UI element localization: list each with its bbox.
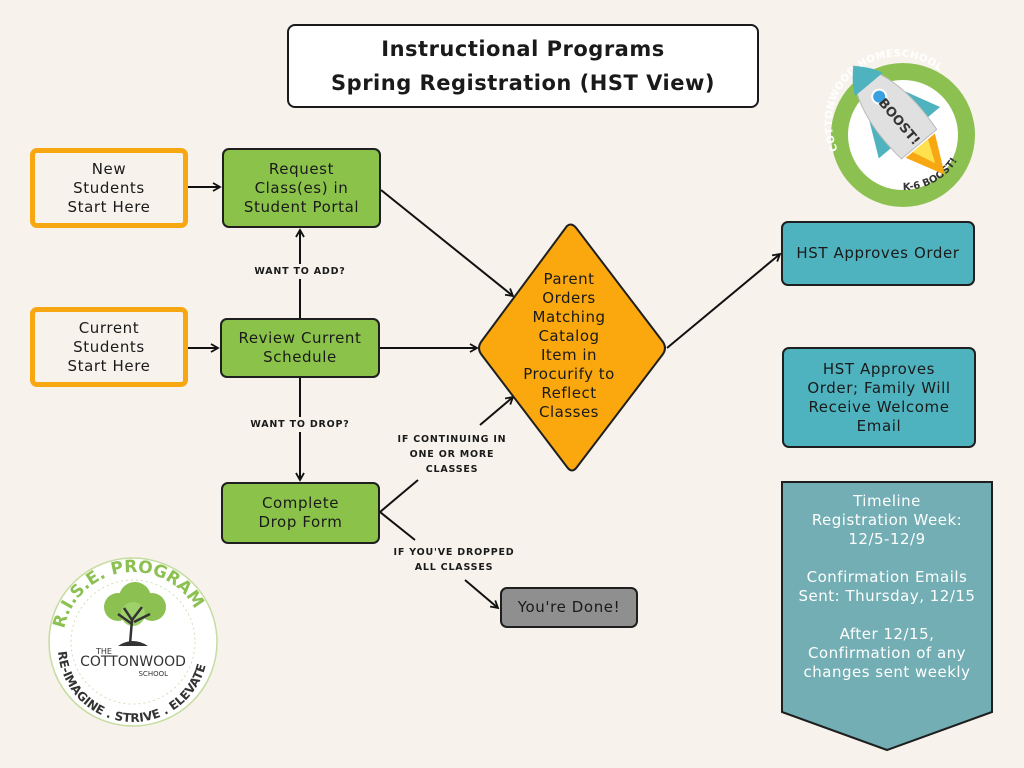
current-students-start-box: Current Students Start Here (30, 307, 188, 387)
title-line-1: Instructional Programs (381, 37, 665, 61)
node-text: Parent (543, 270, 595, 288)
node-text: Drop Form (258, 513, 343, 531)
boost-logo: COTTONWOOD HOMESCHOOL K-6 BOOST! BOOST! (824, 48, 975, 207)
node-text: New (91, 159, 127, 178)
hst-approves-welcome-box: HST Approves Order; Family Will Receive … (782, 347, 976, 448)
parent-orders-decision-text: Parent Orders Matching Catalog Item in P… (500, 270, 638, 422)
node-text: Start Here (67, 197, 151, 216)
label-line: ALL CLASSES (414, 562, 494, 573)
rise-inner-dashes (70, 579, 196, 705)
arrow-diamond-to-approve (666, 252, 782, 349)
node-text: Email (856, 416, 902, 435)
rise-program-logo: R.I.S.E. PROGRAM RE-IMAGINE . STRIVE . E… (48, 557, 218, 727)
timeline-shape (781, 481, 993, 752)
school-the: THE (95, 647, 112, 656)
node-text: Reflect (541, 384, 597, 402)
timeline-heading: Timeline (853, 492, 921, 510)
hst-approves-order-box: HST Approves Order (781, 221, 975, 286)
node-text: Students (73, 337, 145, 356)
node-text: Review Current (238, 329, 362, 347)
arrow-drop-to-done-a (379, 511, 416, 541)
continuing-label: IF CONTINUING IN ONE OR MORE CLASSES (392, 432, 512, 477)
timeline-text: Timeline Registration Week: 12/5-12/9 Co… (782, 492, 992, 701)
node-text: You're Done! (517, 598, 621, 616)
node-text: Start Here (67, 356, 151, 375)
timeline-line: 12/5-12/9 (848, 530, 926, 548)
title-line-2: Spring Registration (HST View) (331, 71, 715, 95)
timeline-line: Confirmation Emails (806, 568, 968, 586)
node-text: Classes (538, 403, 599, 421)
timeline-line: Confirmation of any (807, 644, 967, 662)
page-title: Instructional Programs Spring Registrati… (287, 24, 759, 108)
node-text: Complete (261, 494, 340, 512)
arrow-drop-to-diamond (379, 479, 419, 513)
timeline-line: changes sent weekly (803, 663, 971, 681)
timeline-line: Sent: Thursday, 12/15 (798, 587, 976, 605)
node-text: Catalog (538, 327, 600, 345)
node-text: HST Approves Order (796, 244, 960, 262)
label-line: IF YOU'VE DROPPED (393, 547, 515, 558)
rocket-icon: BOOST! (852, 65, 945, 175)
complete-drop-form-box: Complete Drop Form (221, 482, 380, 544)
label-line: CLASSES (425, 464, 479, 475)
node-text: Request (268, 159, 335, 178)
want-to-drop-label: WANT TO DROP? (240, 417, 360, 432)
node-text: Procurify to (523, 365, 615, 383)
school-suffix: SCHOOL (138, 670, 168, 678)
node-text: Current (78, 318, 140, 337)
arrow-drop-to-done-b (464, 579, 500, 610)
node-text: Order; Family Will (807, 378, 951, 397)
review-schedule-box: Review Current Schedule (220, 318, 380, 378)
node-text: Orders (542, 289, 596, 307)
node-text: Student Portal (243, 197, 360, 216)
school-name: COTTONWOOD (80, 654, 186, 670)
node-text: Students (73, 178, 145, 197)
timeline-line: After 12/15, (839, 625, 935, 643)
node-text: Matching (532, 308, 606, 326)
node-text: Class(es) in (254, 178, 349, 197)
decision-diamond (478, 223, 666, 472)
dropped-all-label: IF YOU'VE DROPPED ALL CLASSES (388, 545, 520, 575)
new-students-start-box: New Students Start Here (30, 148, 188, 228)
tree-icon (104, 582, 166, 646)
node-text: Schedule (263, 348, 337, 366)
timeline-line: Registration Week: (811, 511, 963, 529)
want-to-add-label: WANT TO ADD? (240, 264, 360, 279)
node-text: Receive Welcome (808, 397, 950, 416)
label-line: ONE OR MORE (409, 449, 495, 460)
youre-done-box: You're Done! (500, 587, 638, 628)
node-text: HST Approves (822, 359, 936, 378)
request-classes-box: Request Class(es) in Student Portal (222, 148, 381, 228)
arrow-drop-to-diamond-head (479, 395, 515, 426)
node-text: Item in (540, 346, 598, 364)
arrow-request-to-diamond (380, 189, 515, 298)
label-line: IF CONTINUING IN (397, 434, 507, 445)
